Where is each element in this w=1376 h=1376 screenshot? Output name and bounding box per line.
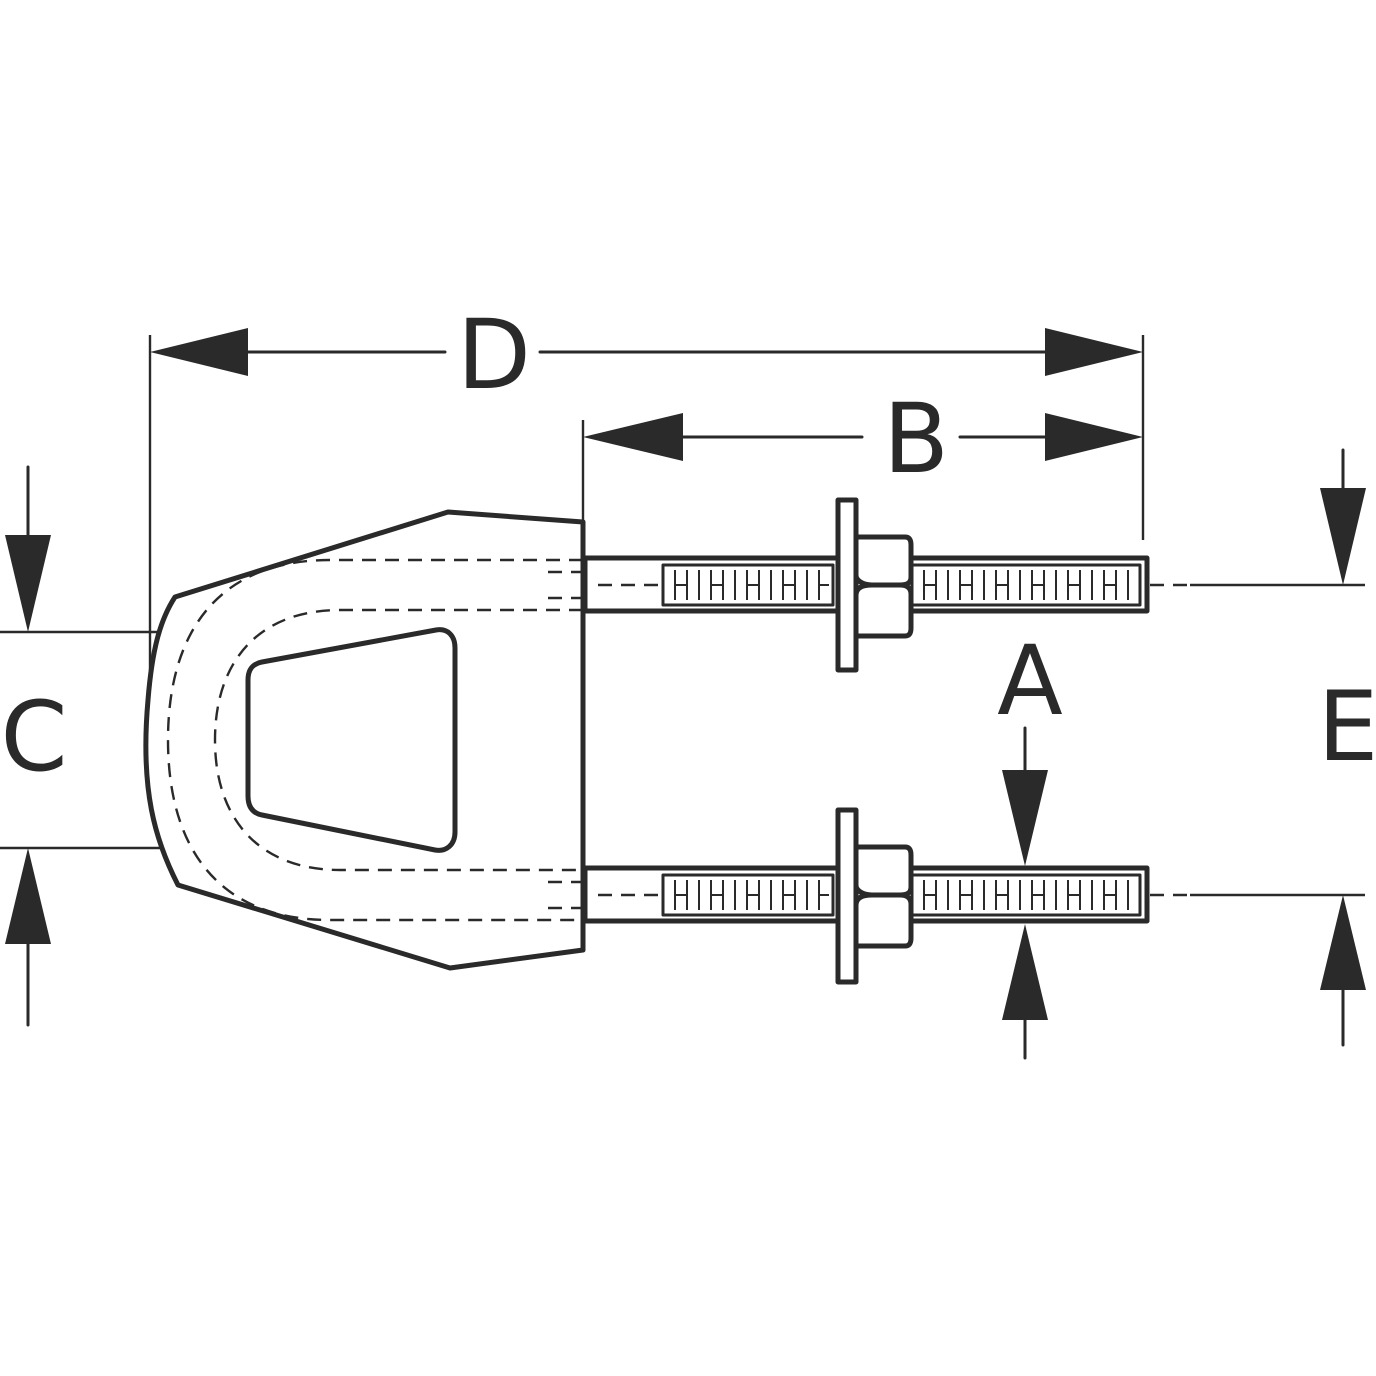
fitting-body xyxy=(143,509,586,971)
bottom-bolt-thread-marks-left xyxy=(674,880,829,910)
dimension-b: B xyxy=(581,383,1143,530)
top-bolt-thread-left xyxy=(661,563,835,607)
bottom-bolt-nut-upper xyxy=(853,844,914,898)
top-bolt-nut-upper xyxy=(853,534,914,588)
dimension-a-top-arrow-icon xyxy=(1002,770,1048,866)
label-d: D xyxy=(457,299,531,411)
label-b: B xyxy=(883,383,949,495)
bottom-bolt xyxy=(548,807,1150,985)
bottom-bolt-thread-right xyxy=(910,873,1142,917)
dimension-d-left-arrow-icon xyxy=(150,328,248,376)
top-bolt xyxy=(548,497,1150,673)
u-bolt-hidden-outer xyxy=(166,558,583,922)
bottom-bolt-washer xyxy=(835,807,859,985)
top-bolt-thread-marks-left xyxy=(674,570,829,600)
dimension-d: D xyxy=(148,299,1145,690)
bottom-bolt-thread-left xyxy=(661,873,835,917)
dimension-e: E xyxy=(1190,448,1376,1047)
dimension-d-right-arrow-icon xyxy=(1045,328,1143,376)
bottom-bolt-thread-marks-right xyxy=(923,880,1129,910)
bottom-bolt-nut-lower xyxy=(853,892,914,949)
top-bolt-thread-right xyxy=(910,563,1142,607)
top-bolt-washer xyxy=(835,497,859,673)
dimension-b-left-arrow-icon xyxy=(583,413,683,461)
dimension-a: A xyxy=(997,625,1063,1060)
dimension-e-top-arrow-icon xyxy=(1320,488,1366,585)
top-bolt-thread-marks-right xyxy=(923,570,1129,600)
dimension-b-right-arrow-icon xyxy=(1045,413,1143,461)
dimension-c-top-arrow-icon xyxy=(5,535,51,632)
dimension-e-bottom-arrow-icon xyxy=(1320,895,1366,990)
label-c: C xyxy=(0,681,67,793)
dimension-c-bottom-arrow-icon xyxy=(5,848,51,944)
fitting-window xyxy=(245,627,458,853)
dimension-a-bottom-arrow-icon xyxy=(1002,924,1048,1020)
label-a: A xyxy=(997,625,1063,737)
label-e: E xyxy=(1318,671,1376,783)
top-bolt-nut-lower xyxy=(853,582,914,639)
u-bolt-hidden-inner xyxy=(213,608,583,872)
